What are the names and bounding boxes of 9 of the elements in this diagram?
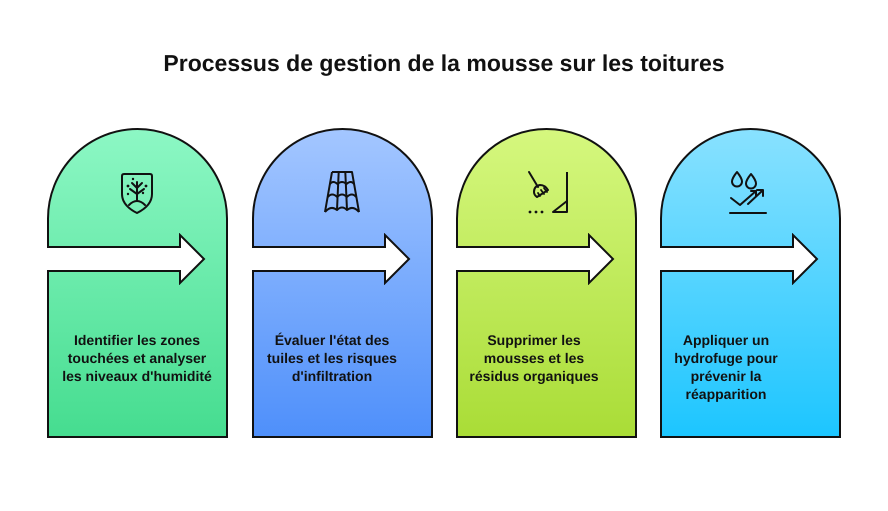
step-description: Évaluer l'état des tuiles et les risques d'infiltration bbox=[266, 331, 398, 385]
step-description: Identifier les zones touchées et analyser les niveaux d'humidité bbox=[61, 331, 213, 385]
step-description: Supprimer les mousses et les résidus organiques bbox=[468, 331, 600, 385]
arch-step-card bbox=[660, 127, 841, 438]
arch-step-card bbox=[252, 127, 433, 438]
step-description: Appliquer un hydrofuge pour prévenir la réapparition bbox=[673, 331, 779, 403]
arch-step-card bbox=[47, 127, 228, 438]
arch-step-card bbox=[456, 127, 637, 438]
diagram-title: Processus de gestion de la mousse sur les toitures bbox=[163, 49, 725, 78]
